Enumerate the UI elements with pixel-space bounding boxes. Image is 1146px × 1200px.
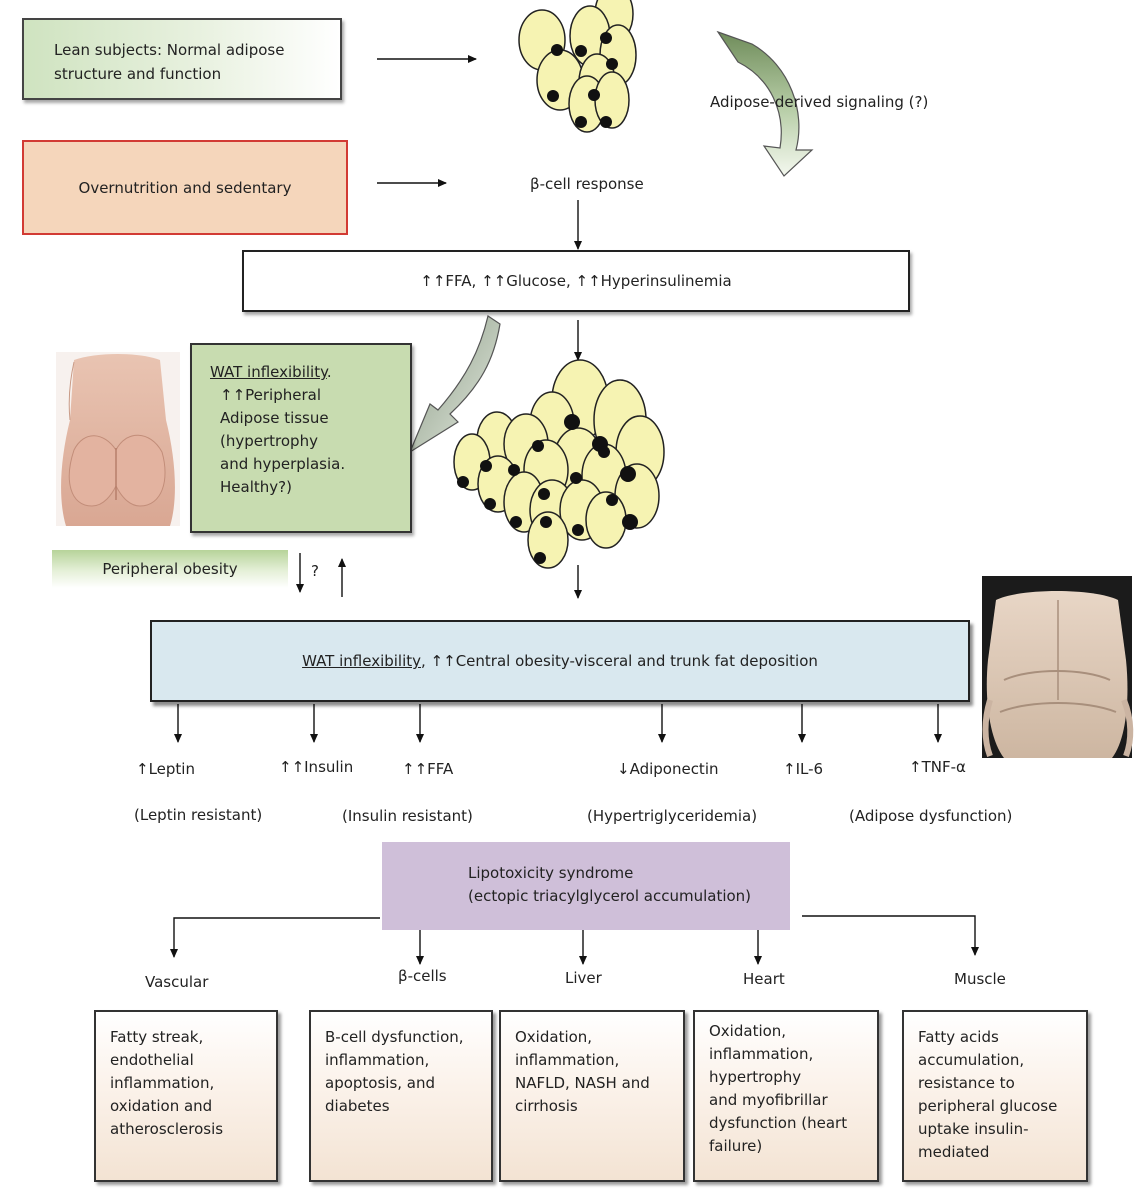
lean-line-2: structure and function bbox=[54, 65, 222, 83]
ffa-glucose-label: ↑↑FFA, ↑↑Glucose, ↑↑Hyperinsulinemia bbox=[420, 272, 732, 290]
vascular-line-5: atherosclerosis bbox=[110, 1120, 224, 1138]
organ-box-heart: Oxidation, inflammation, hypertrophy and… bbox=[693, 1010, 879, 1182]
organ-label-vascular: Vascular bbox=[145, 973, 209, 991]
organ-box-liver: Oxidation, inflammation, NAFLD, NASH and… bbox=[499, 1010, 685, 1182]
curved-wat-arrow bbox=[408, 315, 501, 454]
heart-line-1: Oxidation, bbox=[709, 1022, 787, 1040]
marker-insulin: ↑↑Insulin bbox=[279, 758, 354, 776]
muscle-line-4: peripheral glucose bbox=[918, 1097, 1058, 1115]
heart-line-4: and myofibrillar bbox=[709, 1091, 828, 1109]
muscle-line-5: uptake insulin- bbox=[918, 1120, 1029, 1138]
heart-line-3: hypertrophy bbox=[709, 1068, 802, 1086]
beta-cell-response-label: β-cell response bbox=[530, 175, 644, 193]
wat-peripheral-line-4: and hyperplasia. bbox=[220, 455, 346, 473]
wat-peripheral-line-3: (hypertrophy bbox=[220, 432, 318, 450]
muscle-line-3: resistance to bbox=[918, 1074, 1015, 1092]
marker-tnf-alpha: ↑TNF-α bbox=[909, 758, 966, 776]
lipotoxicity-line-1: Lipotoxicity syndrome bbox=[468, 864, 634, 882]
wat-peripheral-line-1: ↑↑Peripheral bbox=[220, 386, 321, 404]
muscle-line-2: accumulation, bbox=[918, 1051, 1025, 1069]
signaling-label: Adipose-derived signaling (?) bbox=[710, 93, 929, 111]
peripheral-question-mark: ? bbox=[311, 562, 319, 580]
vascular-line-4: oxidation and bbox=[110, 1097, 213, 1115]
overnutrition-box: Overnutrition and sedentary bbox=[22, 140, 348, 235]
liver-line-1: Oxidation, bbox=[515, 1028, 593, 1046]
peripheral-obesity-photo bbox=[56, 352, 180, 526]
central-obesity-rest: , ↑↑Central obesity-visceral and trunk f… bbox=[421, 652, 818, 670]
arrow-vascular bbox=[170, 917, 380, 958]
lean-subjects-box: Lean subjects: Normal adipose structure … bbox=[22, 18, 342, 100]
vascular-line-1: Fatty streak, bbox=[110, 1028, 204, 1046]
beta-line-1: B-cell dysfunction, bbox=[325, 1028, 464, 1046]
curved-signaling-arrow bbox=[716, 30, 814, 177]
lean-line-1: Lean subjects: Normal adipose bbox=[54, 41, 285, 59]
liver-line-3: NAFLD, NASH and bbox=[515, 1074, 650, 1092]
central-wat-underlined: WAT inflexibility bbox=[302, 652, 422, 670]
organ-label-liver: Liver bbox=[565, 969, 602, 987]
organ-box-beta-cells: B-cell dysfunction, inflammation, apopto… bbox=[309, 1010, 493, 1182]
peripheral-obesity-label: Peripheral obesity bbox=[102, 560, 238, 578]
adipocyte-cluster-large bbox=[453, 359, 665, 569]
vascular-line-2: endothelial bbox=[110, 1051, 194, 1069]
wat-peripheral-box: WAT inflexibility. ↑↑Peripheral Adipose … bbox=[190, 343, 412, 533]
heart-line-2: inflammation, bbox=[709, 1045, 814, 1063]
liver-line-4: cirrhosis bbox=[515, 1097, 578, 1115]
consequence-adipose-dysfunction: (Adipose dysfunction) bbox=[849, 807, 1013, 825]
organ-label-beta-cells: β-cells bbox=[398, 967, 447, 985]
beta-line-4: diabetes bbox=[325, 1097, 390, 1115]
central-obesity-text: WAT inflexibility, ↑↑Central obesity-vis… bbox=[302, 652, 818, 670]
organ-box-muscle: Fatty acids accumulation, resistance to … bbox=[902, 1010, 1088, 1182]
peripheral-obesity-box: Peripheral obesity bbox=[52, 550, 288, 588]
liver-line-2: inflammation, bbox=[515, 1051, 620, 1069]
organ-box-vascular: Fatty streak, endothelial inflammation, … bbox=[94, 1010, 278, 1182]
marker-ffa: ↑↑FFA bbox=[402, 760, 454, 778]
marker-adiponectin: ↓Adiponectin bbox=[617, 760, 719, 778]
central-obesity-box: WAT inflexibility, ↑↑Central obesity-vis… bbox=[150, 620, 970, 702]
beta-line-3: apoptosis, and bbox=[325, 1074, 436, 1092]
wat-peripheral-title: WAT inflexibility. bbox=[210, 361, 410, 384]
arrow-muscle bbox=[802, 915, 979, 956]
heart-line-6: failure) bbox=[709, 1137, 763, 1155]
central-obesity-photo bbox=[982, 576, 1134, 758]
organ-label-muscle: Muscle bbox=[954, 970, 1006, 988]
wat-peripheral-title-suffix: . bbox=[326, 363, 332, 381]
wat-peripheral-title-text: WAT inflexibility bbox=[210, 363, 327, 381]
overnutrition-label: Overnutrition and sedentary bbox=[78, 178, 292, 197]
beta-line-2: inflammation, bbox=[325, 1051, 430, 1069]
consequence-insulin-resistant: (Insulin resistant) bbox=[342, 807, 473, 825]
connector-arrows bbox=[170, 55, 979, 965]
heart-line-5: dysfunction (heart bbox=[709, 1114, 848, 1132]
ffa-glucose-box: ↑↑FFA, ↑↑Glucose, ↑↑Hyperinsulinemia bbox=[242, 250, 910, 312]
consequence-leptin-resistant: (Leptin resistant) bbox=[134, 806, 263, 824]
lipotoxicity-box: Lipotoxicity syndrome (ectopic triacylgl… bbox=[382, 842, 790, 930]
wat-peripheral-line-5: Healthy?) bbox=[220, 478, 292, 496]
organ-label-heart: Heart bbox=[743, 970, 785, 988]
adipocyte-cluster-small bbox=[518, 0, 637, 133]
muscle-line-1: Fatty acids bbox=[918, 1028, 999, 1046]
vascular-line-3: inflammation, bbox=[110, 1074, 215, 1092]
lipotoxicity-line-2: (ectopic triacylglycerol accumulation) bbox=[468, 887, 752, 905]
marker-il6: ↑IL-6 bbox=[783, 760, 824, 778]
marker-leptin: ↑Leptin bbox=[136, 760, 195, 778]
wat-peripheral-line-2: Adipose tissue bbox=[220, 409, 329, 427]
consequence-hypertriglyceridemia: (Hypertriglyceridemia) bbox=[587, 807, 758, 825]
muscle-line-6: mediated bbox=[918, 1143, 990, 1161]
